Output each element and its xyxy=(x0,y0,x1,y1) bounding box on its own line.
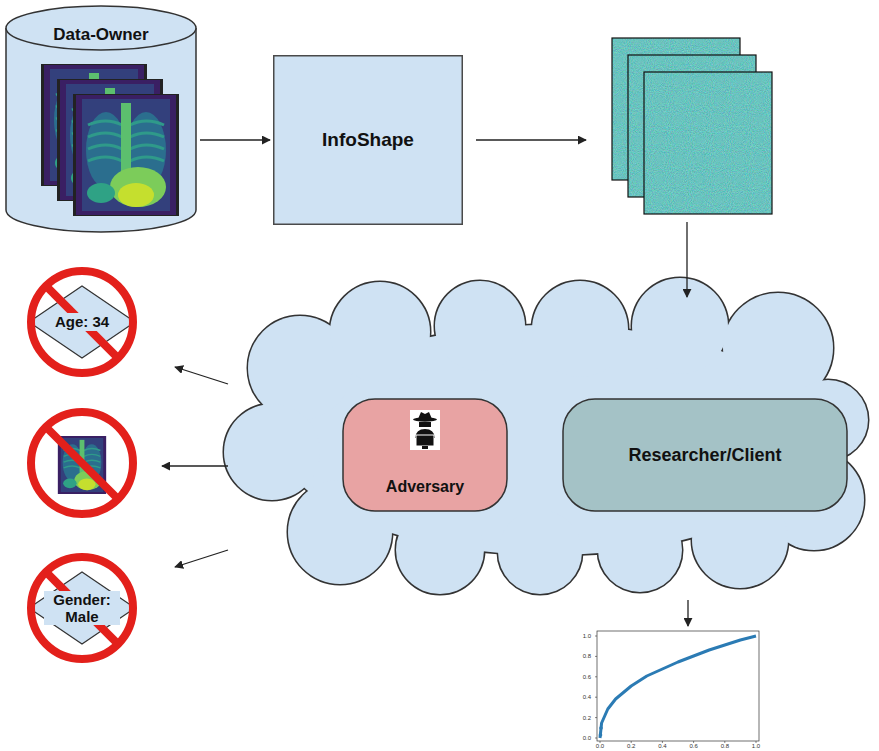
art-part xyxy=(595,636,597,637)
art-part xyxy=(597,631,759,741)
art-part xyxy=(330,282,430,382)
art-part xyxy=(175,367,228,384)
adversary-box-outline xyxy=(342,398,508,512)
axis-tick-label: 0.4 xyxy=(583,694,591,700)
cloud-fill xyxy=(224,278,868,594)
box-border xyxy=(274,56,463,225)
art-part xyxy=(396,506,484,594)
axis-tick-label: 0.8 xyxy=(583,653,591,659)
process-box: InfoShape xyxy=(273,55,463,225)
node-label: Age: 34 xyxy=(53,313,111,330)
prohibition-slash xyxy=(46,286,118,358)
art-part xyxy=(595,717,597,718)
art-part xyxy=(435,281,525,371)
axis-tick-label: 0.0 xyxy=(596,743,604,749)
box-border xyxy=(343,399,507,511)
art-part xyxy=(724,741,725,743)
xray-image xyxy=(76,95,176,215)
node-label: Data-Owner xyxy=(53,25,148,45)
art-part xyxy=(631,741,632,743)
art-part xyxy=(595,738,597,739)
axis-tick-label: 1.0 xyxy=(752,743,760,749)
axis-tick-label: 0.6 xyxy=(583,674,591,680)
axis-tick-label: 0.2 xyxy=(627,743,635,749)
node-label: Adversary xyxy=(386,478,464,496)
art-part xyxy=(598,508,682,592)
axis-tick-label: 0.2 xyxy=(583,715,591,721)
art-part xyxy=(600,636,756,738)
art-part xyxy=(224,404,320,500)
art-part xyxy=(644,72,772,214)
spy-icon xyxy=(410,410,440,450)
database-cylinder: Data-Owner xyxy=(5,5,197,233)
cylinder-body xyxy=(6,28,196,232)
art-part xyxy=(476,139,586,140)
art-part xyxy=(687,600,688,626)
prohibition-circle xyxy=(31,557,133,659)
art-part xyxy=(396,506,484,594)
adversary-box: Adversary xyxy=(342,398,508,512)
flow-arrow xyxy=(200,139,270,140)
art-part xyxy=(632,278,728,374)
edge-layer xyxy=(200,140,270,141)
cloud-outline xyxy=(224,278,868,594)
attribute-diamond: Gender: Male xyxy=(27,553,137,663)
xray-frame xyxy=(73,94,179,216)
art-part xyxy=(599,733,603,737)
art-part xyxy=(532,281,628,377)
art-part xyxy=(662,741,663,743)
axis-tick-label: 0.4 xyxy=(658,743,666,749)
art-part xyxy=(644,72,772,214)
icon-brim xyxy=(413,417,437,421)
icon-ground xyxy=(410,410,440,450)
icon-glasses xyxy=(419,422,431,427)
icon-stand xyxy=(422,446,428,449)
box-border xyxy=(563,399,847,511)
art-part xyxy=(162,465,228,466)
result-chart xyxy=(595,631,759,743)
axis-tick-label: 0.8 xyxy=(721,743,729,749)
art-part xyxy=(595,676,597,677)
node-label: InfoShape xyxy=(322,129,414,151)
art-part xyxy=(595,636,756,743)
axis-tick-label: 0.0 xyxy=(583,735,591,741)
art-part xyxy=(31,412,133,514)
art-part xyxy=(224,404,320,500)
blocked-image xyxy=(31,412,133,514)
client-box: Researcher/Client xyxy=(562,398,848,512)
diamond-border xyxy=(29,286,135,358)
cylinder-top xyxy=(6,6,196,50)
attribute-diamond: Age: 34 xyxy=(27,267,137,377)
art-part xyxy=(595,656,597,657)
art-part xyxy=(595,697,597,698)
art-part xyxy=(532,281,628,377)
prohibition-circle xyxy=(31,271,133,373)
art-part xyxy=(598,508,682,592)
art-part xyxy=(330,282,430,382)
icon-monitor xyxy=(416,435,434,446)
art-part xyxy=(632,278,728,374)
axis-tick-label: 0.6 xyxy=(689,743,697,749)
art-part xyxy=(600,741,601,743)
art-part xyxy=(498,510,582,594)
art-part xyxy=(686,222,687,297)
axis-tick-label: 1.0 xyxy=(583,633,591,639)
noise-image-stack xyxy=(612,38,772,214)
art-part xyxy=(756,741,757,743)
art-part xyxy=(693,741,694,743)
art-part xyxy=(498,510,582,594)
node-label: Gender: Male xyxy=(44,591,120,626)
art-part xyxy=(599,726,603,730)
diamond-border xyxy=(29,572,135,644)
node-label: Researcher/Client xyxy=(628,445,781,466)
art-part xyxy=(46,427,118,499)
art-part xyxy=(175,550,228,567)
art-part xyxy=(435,281,525,371)
